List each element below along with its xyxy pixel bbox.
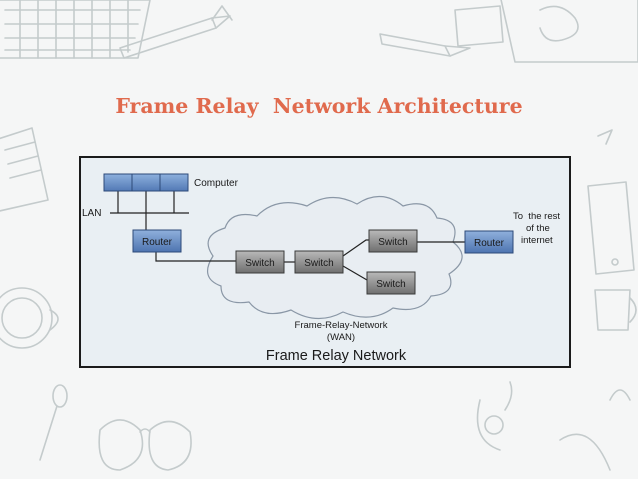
coffee-cup-icon <box>0 287 59 349</box>
computer-label: Computer <box>194 178 239 189</box>
cloud-label-line-1: Frame-Relay-Network <box>295 320 388 331</box>
right-router-label: Router <box>474 238 505 249</box>
switch-4 <box>366 271 416 295</box>
keyboard-icon <box>0 0 151 59</box>
phone-icon <box>587 181 635 275</box>
right-router <box>464 230 514 254</box>
sticky-note-icon <box>454 5 504 47</box>
switch-3-label: Switch <box>378 237 407 248</box>
diagram-caption: Frame Relay Network <box>266 348 407 364</box>
network-diagram-figure: Computer LAN Router Switch Switch Switch… <box>79 156 571 368</box>
computer-2 <box>131 173 161 192</box>
left-router <box>132 229 182 253</box>
headphones-icon <box>476 381 631 471</box>
pencil-icon <box>119 15 231 59</box>
computer-1 <box>103 173 133 192</box>
switch-2 <box>294 250 344 274</box>
destination-line-2: of the <box>526 223 550 234</box>
slide-title: Frame Relay Network Architecture <box>115 94 523 118</box>
destination-line-1: To the rest <box>513 211 560 222</box>
compass-icon <box>211 5 233 21</box>
notepad-icon <box>0 127 49 212</box>
left-router-label: Router <box>142 237 173 248</box>
glasses-icon <box>98 419 192 471</box>
lan-wiring <box>110 191 465 281</box>
pen-icon <box>379 33 471 57</box>
arrow-doodle-icon <box>597 129 613 145</box>
switch-3 <box>368 229 418 253</box>
switch-1 <box>235 250 285 274</box>
lan-label: LAN <box>82 208 101 219</box>
destination-line-3: internet <box>521 235 553 246</box>
switch-4-label: Switch <box>376 279 405 290</box>
mug-icon <box>594 289 637 331</box>
sketchpad-icon <box>500 0 638 63</box>
spoon-icon <box>39 384 68 461</box>
computer-icons <box>103 173 189 192</box>
switch-1-label: Switch <box>245 258 274 269</box>
computer-3 <box>159 173 189 192</box>
cloud-label-line-2: (WAN) <box>327 332 355 343</box>
switch-2-label: Switch <box>304 258 333 269</box>
frame-relay-diagram: Computer LAN Router Switch Switch Switch… <box>82 173 560 364</box>
